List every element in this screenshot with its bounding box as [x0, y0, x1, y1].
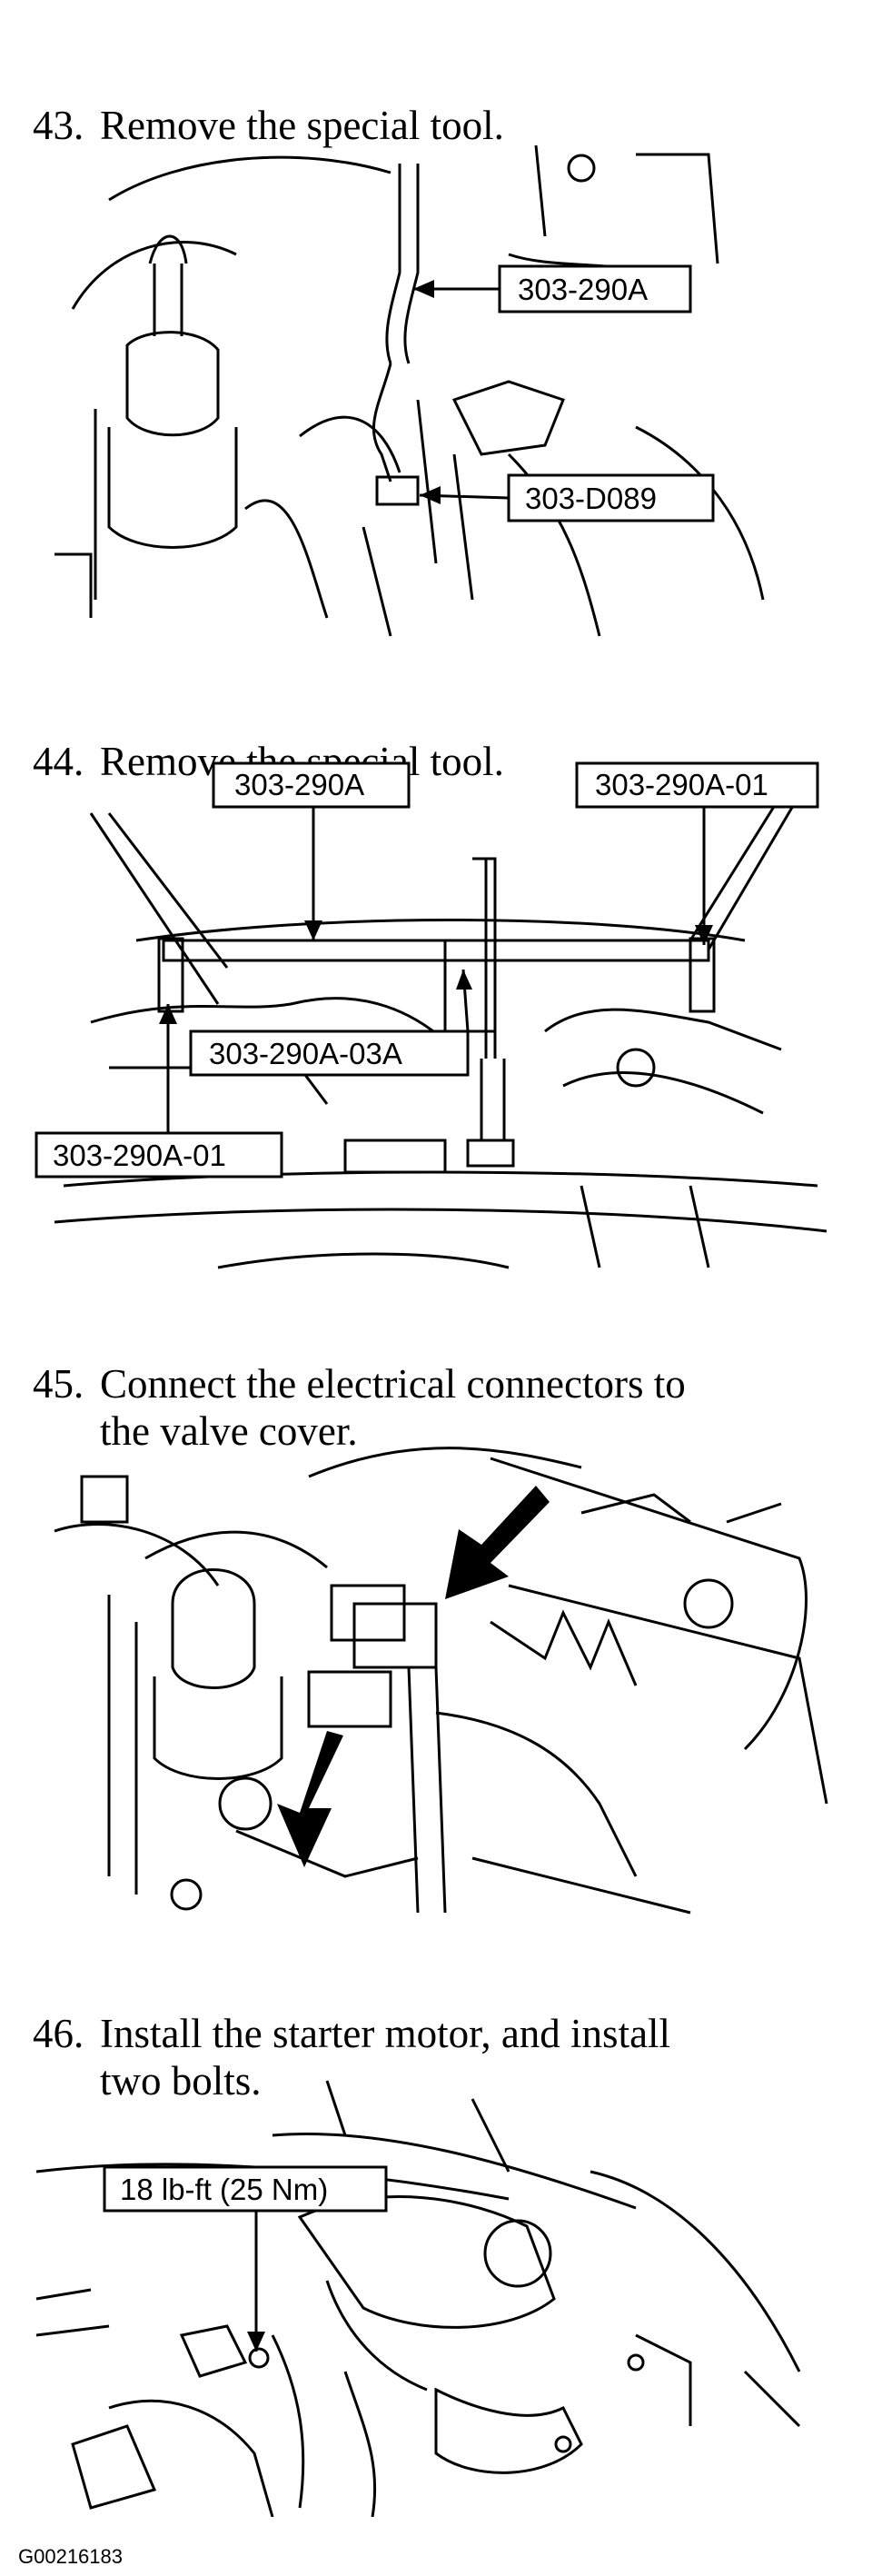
figure-step-43: 303-290A 303-D089: [55, 144, 765, 637]
step-text: Install the starter motor, and install t…: [100, 2011, 671, 2104]
step-number: 46.: [33, 2011, 84, 2056]
step-number: 45.: [33, 1361, 84, 1407]
callout-303-290A: 303-290A: [234, 768, 364, 801]
step-number: 43.: [33, 103, 84, 148]
step-text: Remove the special tool.: [100, 103, 504, 148]
callout-torque-spec: 18 lb-ft (25 Nm): [120, 2173, 328, 2206]
step-text: Connect the electrical connectors to the…: [100, 1361, 686, 1454]
step-43-instruction: 43. Remove the special tool.: [33, 55, 504, 149]
figure-code: G00216183: [18, 2545, 123, 2568]
callout-303-D089: 303-D089: [525, 482, 657, 515]
figure-step-44: 303-290A 303-290A-01 303-290A-03A 303-29…: [35, 761, 827, 1269]
callout-303-290A-01-right: 303-290A-01: [595, 768, 768, 801]
callout-303-290A-01-left: 303-290A-01: [53, 1139, 226, 1172]
callout-303-290A: 303-290A: [518, 273, 648, 306]
callout-303-290A-03A: 303-290A-03A: [209, 1037, 402, 1070]
figure-step-46: 18 lb-ft (25 Nm): [35, 2080, 801, 2517]
step-45-instruction: 45. Connect the electrical connectors to …: [33, 1313, 686, 1455]
figure-step-45: [54, 1447, 828, 1915]
step-46-instruction: 46. Install the starter motor, and instal…: [33, 1963, 670, 2104]
step-number: 44.: [33, 739, 84, 784]
